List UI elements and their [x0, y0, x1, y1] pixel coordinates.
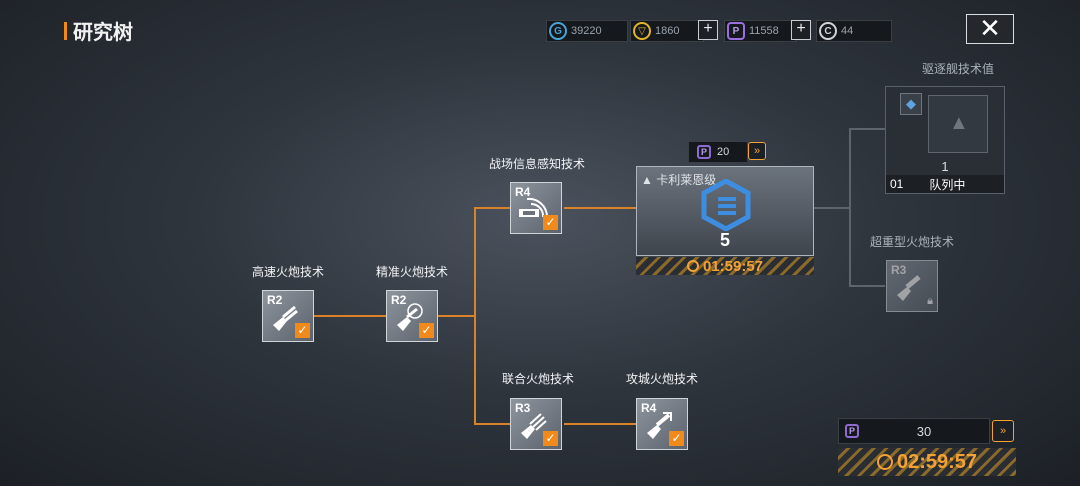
title-accent-bar [64, 21, 67, 40]
tech-label-high-speed: 高速火炮技术 [251, 265, 324, 279]
page-title-text: 研究树 [73, 22, 133, 44]
close-icon: ✕ [979, 13, 1001, 43]
rank-badge: R3 [515, 401, 531, 415]
tech-label-super-heavy: 超重型火炮技术 [869, 235, 954, 249]
ship-silhouette-icon: ▲ [949, 112, 969, 134]
siege-cannon-icon [647, 412, 672, 439]
connector-line [314, 315, 386, 317]
queue-count: 1 [941, 159, 949, 174]
tech-node-siege[interactable]: R4 ✓ [636, 398, 688, 450]
research-cost-box: P 30 [838, 418, 990, 444]
rank-badge: R2 [391, 293, 407, 307]
credit-icon: G [549, 22, 567, 40]
queue-panel[interactable]: ◆ ▲ 1 01 队列中 [885, 86, 1005, 194]
completed-check-icon: ✓ [419, 323, 434, 338]
completed-check-icon: ✓ [295, 323, 310, 338]
connector-line [474, 207, 476, 424]
purple-chip-icon: P [697, 145, 711, 159]
resource-gold: ▽ 1860 [630, 20, 704, 42]
resource-chips-value: 11558 [749, 25, 779, 37]
research-cost-value: 30 [916, 423, 932, 439]
research-timer: 02:59:57 [838, 448, 1016, 476]
completed-check-icon: ✓ [669, 431, 684, 446]
tech-node-super-heavy[interactable]: R3 🔒︎ [886, 260, 938, 312]
queue-status-bar: 01 队列中 [886, 175, 1004, 193]
resource-credits: G 39220 [546, 20, 628, 42]
add-gold-button[interactable]: + [698, 20, 718, 40]
speed-up-icon: » [753, 145, 761, 157]
tech-label-siege: 攻城火炮技术 [625, 372, 698, 386]
resource-credits-value: 39220 [571, 25, 602, 37]
tech-label-combined: 联合火炮技术 [501, 372, 574, 386]
connector-line [474, 207, 510, 209]
destroyer-emblem-icon [701, 179, 751, 231]
resource-steel-value: 44 [841, 25, 854, 37]
steel-icon: C [819, 22, 837, 40]
close-button[interactable]: ✕ [966, 14, 1014, 44]
tech-node-battlefield[interactable]: R4 ✓ [510, 182, 562, 234]
ship-cost-value: 20 [717, 146, 730, 158]
speed-up-button[interactable]: » [748, 142, 766, 160]
ship-research-card[interactable]: ▲ 卡利莱恩级 5 [636, 166, 814, 256]
page-title: 研究树 [64, 16, 133, 45]
ship-name: 卡利莱恩级 [656, 173, 717, 187]
research-timer-text: 02:59:57 [896, 450, 978, 473]
connector-line-inactive [814, 207, 850, 209]
tech-node-precision[interactable]: R2 ✓ [386, 290, 438, 342]
cannon-crosshair-icon [397, 303, 423, 331]
completed-check-icon: ✓ [543, 431, 558, 446]
connector-line-inactive [849, 128, 885, 130]
ship-timer-text: 01:59:57 [702, 257, 764, 275]
resource-steel: C 44 [816, 20, 892, 42]
clock-icon [876, 454, 893, 470]
rank-badge: R4 [515, 185, 531, 199]
connector-line [438, 315, 474, 317]
tech-label-battlefield: 战场信息感知技术 [488, 157, 585, 171]
connector-line [564, 423, 636, 425]
resource-gold-value: 1860 [655, 25, 680, 37]
tech-label-precision: 精准火炮技术 [375, 265, 448, 279]
queue-panel-title: 驱逐舰技术值 [921, 62, 994, 76]
heavy-cannon-icon [897, 275, 921, 301]
connector-line [564, 207, 636, 209]
resource-chips: P 11558 [724, 20, 796, 42]
lock-icon: 🔒︎ [927, 295, 933, 307]
queue-status: 队列中 [929, 177, 966, 192]
ship-type-icon: ▲ [641, 173, 653, 187]
radar-icon [519, 197, 549, 218]
rank-badge: R2 [267, 293, 283, 307]
connector-line-inactive [849, 285, 885, 287]
ship-name-row: ▲ 卡利莱恩级 [641, 171, 716, 188]
tech-node-combined[interactable]: R3 ✓ [510, 398, 562, 450]
ship-cost-box: P 20 [688, 141, 748, 163]
empty-slot: ▲ [928, 95, 988, 153]
connector-line-inactive [849, 128, 851, 286]
connector-line [474, 423, 510, 425]
ship-level: 5 [719, 230, 730, 250]
gold-coin-icon: ▽ [633, 22, 651, 40]
completed-check-icon: ✓ [543, 215, 558, 230]
ship-research-timer: 01:59:57 [636, 257, 814, 275]
rank-badge: R4 [641, 401, 657, 415]
speed-up-button[interactable]: » [992, 420, 1014, 442]
twin-cannon-icon [521, 413, 547, 439]
cannon-icon [273, 305, 298, 331]
purple-chip-icon: P [727, 22, 745, 40]
queue-slot-number: 01 [890, 177, 904, 191]
clock-icon [686, 260, 699, 272]
purple-chip-icon: P [845, 424, 859, 438]
add-chips-button[interactable]: + [791, 20, 811, 40]
tech-node-high-speed[interactable]: R2 ✓ [262, 290, 314, 342]
rank-badge: R3 [891, 263, 907, 277]
destroyer-mini-icon: ◆ [900, 93, 922, 115]
speed-up-icon: » [999, 425, 1007, 437]
